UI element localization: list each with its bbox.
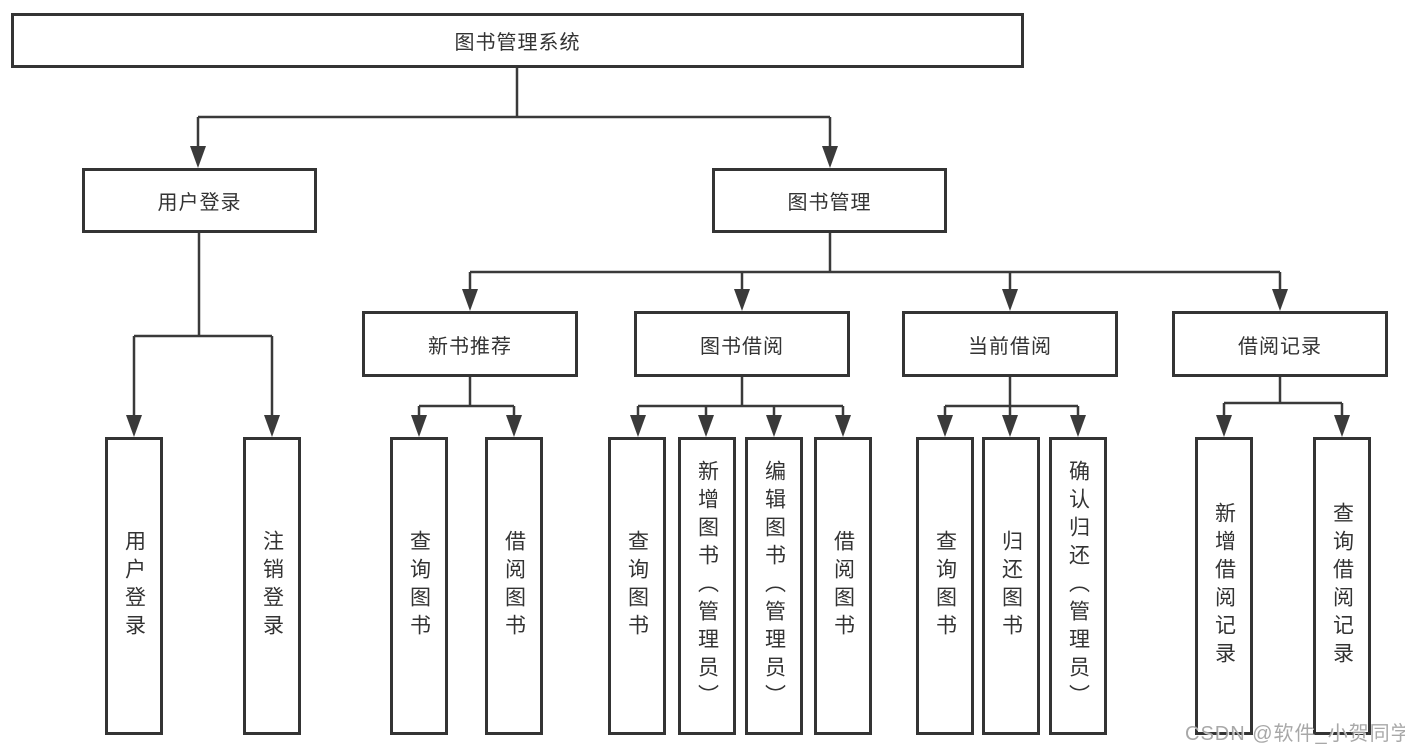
leaf-query-books-2: 查询图书 — [608, 437, 666, 735]
node-library-management-system: 图书管理系统 — [11, 13, 1024, 68]
leaf-query-books-3: 查询图书 — [916, 437, 974, 735]
connector-currentborrow-branch — [937, 375, 1086, 437]
node-new-book-recommend: 新书推荐 — [362, 311, 578, 377]
node-book-management: 图书管理 — [712, 168, 947, 233]
node-label: 图书借阅 — [700, 335, 784, 358]
leaf-query-borrow-record: 查询借阅记录 — [1313, 437, 1371, 735]
connector-borrowrecords-branch — [1216, 375, 1350, 437]
node-label: 当前借阅 — [968, 335, 1052, 358]
node-label: 用户登录 — [157, 192, 242, 214]
node-label: 图书管理系统 — [454, 32, 581, 54]
leaf-return-books: 归还图书 — [982, 437, 1040, 735]
node-current-borrowing: 当前借阅 — [902, 311, 1118, 377]
leaf-edit-books-admin: 编辑图书（管理员） — [745, 437, 803, 735]
connector-root-to-level2 — [190, 66, 838, 168]
node-book-borrowing: 图书借阅 — [634, 311, 850, 377]
csdn-watermark: CSDN @软件_小贺同学 — [1185, 723, 1405, 745]
leaf-query-books-1: 查询图书 — [390, 437, 448, 735]
leaf-confirm-return-admin: 确认归还（管理员） — [1049, 437, 1107, 735]
leaf-borrow-books-2: 借阅图书 — [814, 437, 872, 735]
node-borrowing-records: 借阅记录 — [1172, 311, 1388, 377]
node-label: 新书推荐 — [428, 335, 512, 358]
leaf-logout: 注销登录 — [243, 437, 301, 735]
node-label: 图书管理 — [787, 192, 872, 214]
leaf-user-login: 用户登录 — [105, 437, 163, 735]
leaf-borrow-books-1: 借阅图书 — [485, 437, 543, 735]
node-label: 借阅记录 — [1238, 335, 1322, 358]
leaf-add-borrow-record: 新增借阅记录 — [1195, 437, 1253, 735]
node-user-login: 用户登录 — [82, 168, 317, 233]
connector-newbooks-branch — [411, 375, 522, 437]
connector-bookborrow-branch — [630, 375, 851, 437]
connector-userlogin-branch — [126, 231, 280, 437]
connector-bookmgmt-branch — [462, 231, 1288, 311]
leaf-add-books-admin: 新增图书（管理员） — [678, 437, 736, 735]
